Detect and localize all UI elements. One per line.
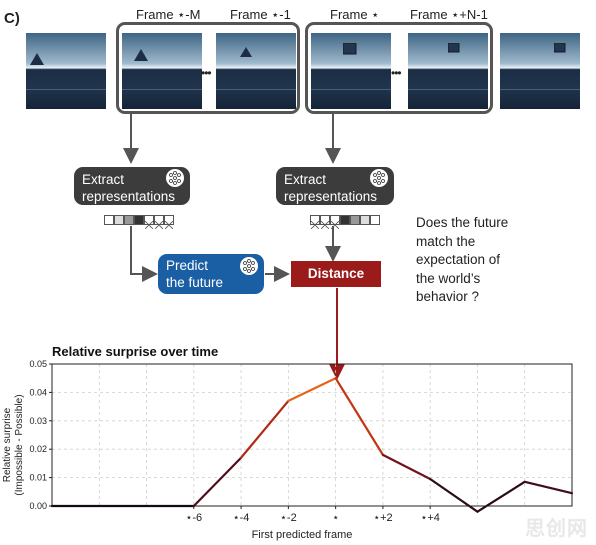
token-strip-future: [310, 215, 380, 230]
neural-network-icon: [240, 257, 258, 275]
y-axis-label: (Impossible - Possible): [14, 394, 25, 495]
video-frame-star: [311, 33, 391, 109]
cone-object-icon: [134, 49, 148, 61]
predict-label-line2: the future: [166, 275, 224, 290]
series-segment: [429, 477, 479, 513]
ellipsis-future: •••: [391, 66, 402, 80]
extract-label-line1: Extract: [284, 172, 327, 187]
panel-label: C): [4, 10, 20, 27]
cube-object-icon: [554, 43, 566, 53]
cube-object-icon: [448, 43, 460, 53]
question-line: match the: [416, 233, 476, 249]
frame-title-star-minus-m: Frame ⋆-M: [136, 7, 201, 22]
frame-title-star: Frame ⋆: [330, 7, 380, 22]
future-frames-group: [305, 22, 493, 114]
video-frame-star-plus-n-minus-1: [408, 33, 488, 109]
cone-object-icon: [240, 47, 252, 57]
ellipsis-past: •••: [201, 66, 212, 80]
cube-object-icon: [343, 43, 357, 55]
y-tick-label: 0.00: [29, 501, 47, 511]
token-strip-past: [104, 215, 174, 230]
x-tick-label: ⋆: [332, 512, 339, 524]
x-axis-label: First predicted frame: [252, 529, 353, 541]
question-line: expectation of: [416, 252, 501, 267]
video-frame-context: [26, 33, 106, 109]
x-tick-label: ⋆+4: [420, 512, 439, 524]
series-segment: [239, 399, 290, 459]
predict-the-future-box: Predict the future: [158, 254, 264, 294]
series-segment: [287, 377, 337, 403]
y-tick-label: 0.03: [29, 416, 47, 426]
frame-title-star-plus-n-minus-1: Frame ⋆+N-1: [410, 7, 488, 22]
question-line: behavior ?: [416, 289, 480, 304]
plot-frame: [51, 363, 573, 507]
y-axis-label: Relative surprise: [2, 407, 13, 482]
video-frame-last: [500, 33, 580, 109]
cone-object-icon: [30, 53, 44, 65]
question-line: Does the future: [416, 215, 509, 230]
series-segment: [523, 480, 574, 495]
arrow-to-predict: [130, 226, 158, 282]
extract-label-line1: Extract: [82, 172, 125, 187]
y-tick-label: 0.02: [29, 444, 47, 454]
series-segment: [381, 453, 432, 481]
x-tick-label: ⋆-6: [185, 512, 202, 524]
neural-network-icon: [370, 169, 388, 187]
y-tick-label: 0.01: [29, 473, 47, 483]
predict-label-line1: Predict: [166, 258, 209, 273]
watermark: 思创网: [525, 518, 588, 540]
y-tick-label: 0.05: [29, 359, 47, 369]
chart-title: Relative surprise over time: [52, 344, 219, 359]
extract-label-line2: representations: [82, 189, 176, 204]
video-frame-star-minus-m: [122, 33, 202, 109]
question-text: Does the future match the expectation of…: [416, 214, 566, 307]
neural-network-icon: [166, 169, 184, 187]
distance-box: Distance: [291, 261, 381, 287]
surprise-line-chart: 0.00 0.01 0.02 0.03 0.04 0.05 ⋆-6 ⋆-4 ⋆-2 ⋆ ⋆+2 ⋆+4…: [2, 359, 574, 541]
x-tick-label: ⋆+2: [373, 512, 392, 524]
question-line: the world’s: [416, 270, 481, 286]
series-segment: [476, 480, 526, 513]
x-tick-label: ⋆-4: [233, 512, 250, 524]
y-tick-label: 0.04: [29, 387, 47, 397]
series-segment: [334, 377, 385, 456]
extract-label-line2: representations: [284, 189, 378, 204]
past-frames-group: [116, 22, 300, 114]
frame-title-star-minus-1: Frame ⋆-1: [230, 7, 291, 22]
video-frame-star-minus-1: [216, 33, 296, 109]
series-segment: [192, 456, 243, 508]
x-tick-label: ⋆-2: [280, 512, 297, 524]
